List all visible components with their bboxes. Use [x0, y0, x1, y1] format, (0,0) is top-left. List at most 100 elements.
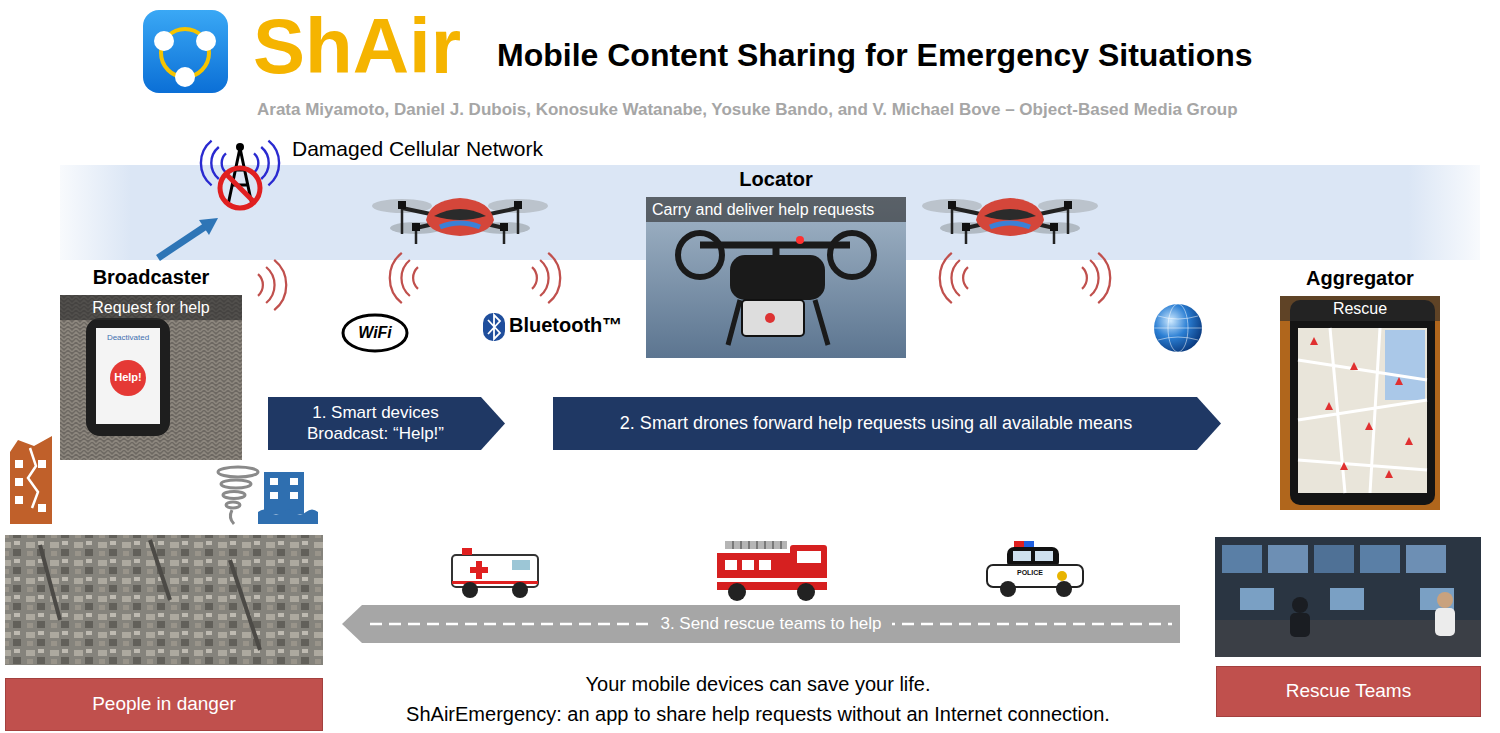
aggregator-photo: [1280, 296, 1440, 510]
aggregator-node: AggregatorRescue: [1280, 296, 1440, 510]
fire-truck-icon: [725, 560, 737, 570]
broadcaster-photo: [60, 295, 242, 460]
node-heading: Broadcaster: [20, 265, 282, 289]
disaster-photo: [5, 535, 323, 665]
tornado-icon: [221, 480, 251, 488]
node-heading: Aggregator: [1240, 266, 1480, 290]
signal-waves: [1082, 253, 1110, 303]
control-room-photo: [1420, 588, 1454, 610]
police-car-icon: [1013, 551, 1031, 561]
damaged-building-icon: [10, 452, 52, 524]
globe-icon: [1154, 328, 1202, 329]
fire-truck-icon: [790, 545, 827, 590]
damaged-building-icon: [28, 448, 38, 508]
step-text: 3. Send rescue teams to help: [650, 614, 891, 634]
globe-icon: [1154, 304, 1202, 352]
logo-wordmark: ShAir: [253, 2, 461, 92]
fire-truck-icon: [797, 551, 821, 563]
return-arrow: 3. Send rescue teams to help: [342, 605, 1180, 643]
police-car-icon: [1035, 551, 1053, 561]
wifi-logo: [343, 315, 407, 351]
police-car-icon: [1014, 541, 1024, 547]
locator-photo: [796, 236, 804, 244]
control-room-photo: [1435, 608, 1455, 636]
control-room-photo: [1222, 545, 1262, 573]
fire-truck-icon: [725, 541, 787, 549]
photo-caption: Request for help: [60, 295, 242, 320]
uplink-arrow: [158, 226, 206, 258]
ambulance-icon: [512, 582, 528, 598]
tower-icon: [236, 143, 244, 151]
arrow-shape: [268, 397, 505, 450]
flooded-building-icon: [270, 478, 278, 485]
locator-photo: [678, 233, 722, 277]
drone-figure: [922, 198, 1098, 244]
control-room-photo: [1292, 597, 1308, 613]
locator-photo: [742, 300, 804, 336]
damaged-building-icon: [15, 496, 23, 504]
police-car-icon: [987, 541, 1083, 597]
flooded-building-icon: [264, 472, 304, 514]
ambulance-icon: [470, 567, 488, 573]
fire-truck-icon: [733, 541, 781, 549]
logo-icon: [196, 31, 216, 51]
uplink-arrow: [158, 218, 218, 258]
watch-screen-text: Deactivated: [96, 333, 160, 343]
broadcaster-photo: [96, 328, 160, 424]
locator-photo: [830, 233, 874, 277]
author-line: Arata Miyamoto, Daniel J. Dubois, Konosu…: [257, 100, 1238, 120]
uplink-arrow: [199, 218, 218, 235]
help-button-text: Help!: [108, 371, 148, 384]
fire-truck-icon: [728, 583, 746, 601]
step-text: 1. Smart devices Broadcast: “Help!”: [288, 403, 463, 444]
broadcaster-photo: [60, 295, 242, 460]
tower-icon: [226, 174, 254, 202]
locator-node: LocatorCarry and deliver help requests: [646, 197, 906, 358]
locator-photo: [730, 255, 825, 300]
network-label: Damaged Cellular Network: [292, 136, 543, 161]
group-box: Rescue Teams: [1216, 666, 1481, 717]
step-arrow: 2. Smart drones forward help requests us…: [553, 397, 1221, 450]
ambulance-icon: [452, 581, 538, 584]
locator-photo: [646, 197, 906, 358]
disaster-photo: [5, 535, 323, 665]
ambulance-icon: [462, 582, 478, 598]
aggregator-photo: [1298, 328, 1427, 493]
fire-truck-icon: [717, 541, 827, 601]
fire-truck-icon: [759, 560, 771, 570]
bluetooth-icon: [483, 313, 505, 341]
signal-waves: [532, 253, 560, 303]
control-room-photo: [1437, 592, 1453, 608]
signal-waves: [940, 253, 968, 303]
step-text: 2. Smart drones forward help requests us…: [620, 413, 1132, 435]
bluetooth-logo-text: Bluetooth™: [509, 313, 622, 337]
tower-icon: [201, 141, 279, 208]
arrow-shape: [553, 397, 1221, 450]
locator-photo: [646, 197, 906, 358]
broadcaster-node: BroadcasterRequest for help: [60, 295, 242, 460]
bluetooth-icon: [488, 315, 500, 339]
control-room-photo: [1360, 545, 1400, 573]
tornado-icon: [218, 467, 258, 524]
tornado-icon: [223, 492, 245, 499]
control-room-photo: [1215, 537, 1481, 657]
fire-truck-icon: [717, 578, 827, 582]
ambulance-icon: [462, 548, 472, 555]
bluetooth-icon: [483, 313, 505, 341]
police-car-icon: [1024, 541, 1034, 547]
control-room-photo: [1240, 588, 1274, 610]
drone-figure: [372, 198, 548, 244]
broadcaster-photo: [86, 318, 170, 436]
police-car-icon: [1000, 581, 1016, 597]
logo-icon: [175, 67, 195, 87]
ambulance-icon: [452, 548, 538, 598]
step-arrow: 1. Smart devices Broadcast: “Help!”: [268, 397, 505, 450]
fire-truck-icon: [797, 583, 815, 601]
control-room-photo: [1268, 545, 1308, 573]
wifi-logo-text: WiFi: [343, 323, 407, 342]
flooded-building-icon: [290, 478, 298, 485]
tornado-icon: [230, 510, 234, 524]
arrow-shape: [342, 605, 1180, 643]
disaster-photo: [40, 540, 260, 650]
